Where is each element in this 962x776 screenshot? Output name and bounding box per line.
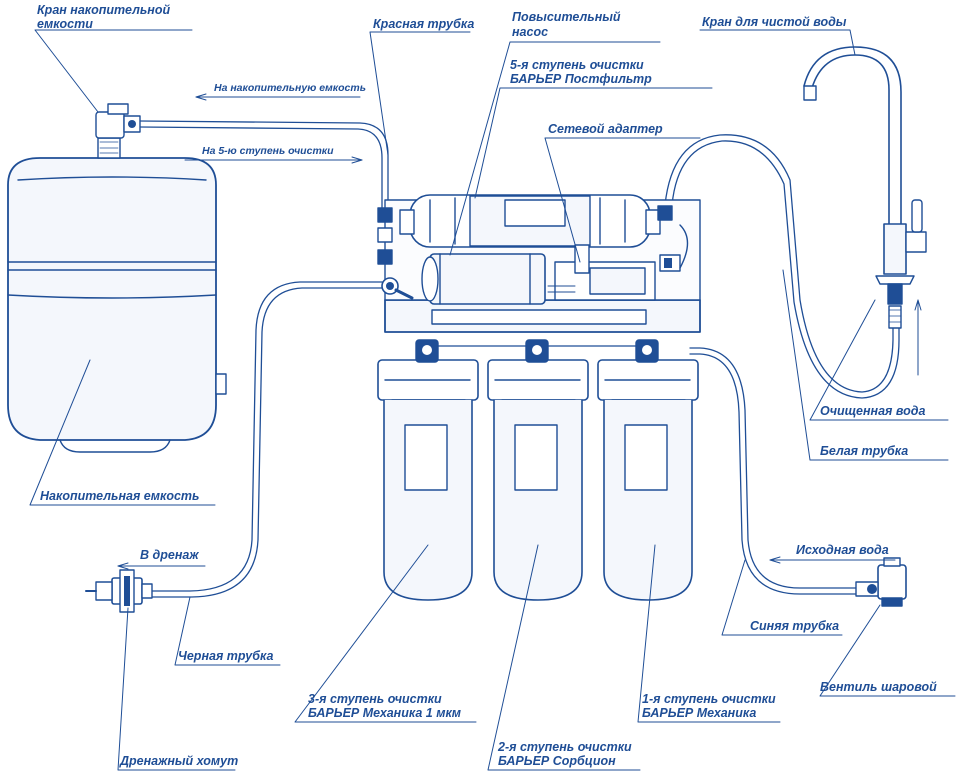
label-black-tube: Черная трубка bbox=[178, 649, 274, 663]
filter-module bbox=[377, 194, 701, 333]
label-booster-pump-2: насос bbox=[512, 25, 549, 39]
label-purified: Очищенная вода bbox=[820, 404, 926, 418]
label-drain-clamp: Дренажный хомут bbox=[120, 754, 239, 768]
label-tank: Накопительная емкость bbox=[40, 489, 200, 503]
label-clean-faucet: Кран для чистой воды bbox=[702, 15, 847, 29]
clean-water-faucet bbox=[803, 46, 927, 329]
label-red-tube: Красная трубка bbox=[373, 17, 475, 31]
label-to-stage5: На 5-ю ступень очистки bbox=[202, 145, 334, 157]
label-source-water: Исходная вода bbox=[796, 543, 889, 557]
label-tank-value-1: Кран накопительной bbox=[37, 3, 171, 17]
label-to-drain: В дренаж bbox=[140, 548, 199, 562]
label-blue-tube: Синяя трубка bbox=[750, 619, 840, 633]
label-stage3-2: БАРЬЕР Механика 1 мкм bbox=[308, 706, 462, 720]
label-stage2-1: 2-я ступень очистки bbox=[498, 740, 632, 754]
label-stage5-2: БАРЬЕР Постфильтр bbox=[510, 72, 652, 86]
housing-stage1 bbox=[597, 339, 699, 601]
label-stage1-2: БАРЬЕР Механика bbox=[642, 706, 757, 720]
label-stage2-2: БАРЬЕР Сорбцион bbox=[498, 754, 616, 768]
label-booster-pump-1: Повысительный bbox=[512, 10, 621, 24]
tubes bbox=[139, 120, 900, 598]
filter-housings bbox=[377, 339, 699, 601]
label-tank-value-2: емкости bbox=[37, 17, 93, 31]
label-stage5-1: 5-я ступень очистки bbox=[510, 58, 644, 72]
ball-valve bbox=[855, 557, 907, 607]
label-ball-valve: Вентиль шаровой bbox=[820, 680, 937, 694]
label-white-tube: Белая трубка bbox=[820, 444, 909, 458]
flow-arrows bbox=[117, 93, 922, 570]
housing-stage3 bbox=[377, 339, 479, 601]
label-stage3-1: 3-я ступень очистки bbox=[308, 692, 442, 706]
drain-clamp bbox=[85, 569, 153, 613]
label-stage1-1: 1-я ступень очистки bbox=[642, 692, 776, 706]
leader-lines bbox=[29, 29, 956, 771]
storage-tank bbox=[7, 103, 227, 453]
housing-stage2 bbox=[487, 339, 589, 601]
label-adapter: Сетевой адаптер bbox=[548, 122, 663, 136]
label-to-tank: На накопительную емкость bbox=[214, 82, 366, 94]
